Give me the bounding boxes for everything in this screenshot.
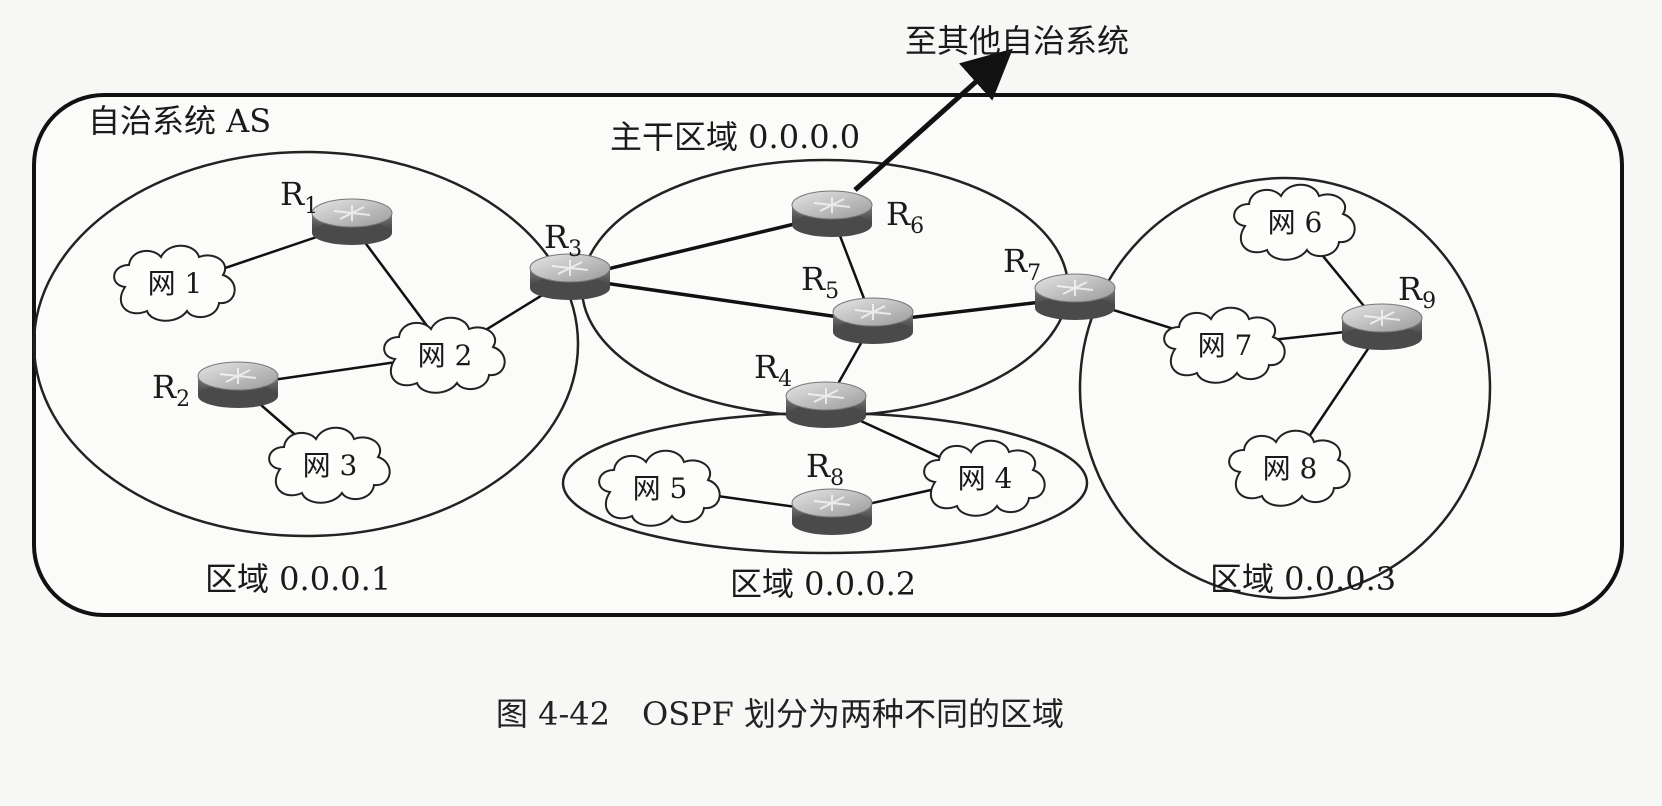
router-r9-label: R9: [1398, 270, 1436, 314]
router-r4: R4: [754, 348, 867, 429]
network-n8: 网 8: [1228, 429, 1351, 507]
area-1-boundary: [32, 150, 580, 538]
router-r2: R2: [152, 361, 279, 412]
area-3-boundary: [1078, 176, 1492, 600]
area-3-label: 区域 0.0.0.3: [1210, 560, 1396, 598]
router-r9: R9: [1341, 270, 1436, 351]
network-n8-label: 网 8: [1263, 452, 1318, 485]
network-n3: 网 3: [268, 426, 391, 504]
router-r8-label: R8: [806, 447, 844, 491]
router-r7-label: R7: [1003, 242, 1041, 286]
area-1-label: 区域 0.0.0.1: [205, 560, 391, 598]
network-n6-label: 网 6: [1268, 206, 1323, 239]
network-n5-label: 网 5: [633, 472, 688, 505]
router-r3-label: R3: [544, 218, 582, 262]
router-r6: R6: [791, 190, 924, 239]
network-n4: 网 4: [923, 439, 1046, 517]
link-r3-r5: [569, 276, 874, 324]
external-link-arrow: [853, 48, 1013, 192]
network-n6: 网 6: [1233, 183, 1356, 261]
area-2-label: 区域 0.0.0.2: [730, 565, 916, 603]
network-n5: 网 5: [598, 449, 721, 527]
external-as-label: 至其他自治系统: [905, 22, 1129, 60]
network-n2: 网 2: [383, 316, 506, 394]
router-r5-label: R5: [801, 260, 839, 304]
network-n1-label: 网 1: [148, 267, 203, 300]
network-n4-label: 网 4: [958, 462, 1013, 495]
router-r1: R1: [280, 175, 393, 246]
router-r7: R7: [1003, 242, 1116, 321]
router-r3: R3: [529, 218, 611, 301]
network-n3-label: 网 3: [303, 449, 358, 482]
network-n7-label: 网 7: [1198, 329, 1253, 362]
router-r2-label: R2: [152, 368, 190, 412]
figure-caption: 图 4-42 OSPF 划分为两种不同的区域: [496, 695, 1064, 733]
network-n1: 网 1: [113, 244, 236, 322]
network-n2-label: 网 2: [418, 339, 473, 372]
backbone-area-label: 主干区域 0.0.0.0: [610, 118, 860, 156]
router-r4-label: R4: [754, 348, 792, 392]
router-r8: R8: [791, 447, 873, 536]
as-label: 自治系统 AS: [88, 102, 271, 140]
router-r5: R5: [801, 260, 914, 345]
router-r1-label: R1: [280, 175, 318, 219]
link-r3-r6: [569, 213, 833, 280]
network-n7: 网 7: [1163, 306, 1286, 384]
autonomous-system-boundary: [32, 93, 1624, 617]
router-r6-label: R6: [886, 195, 924, 239]
